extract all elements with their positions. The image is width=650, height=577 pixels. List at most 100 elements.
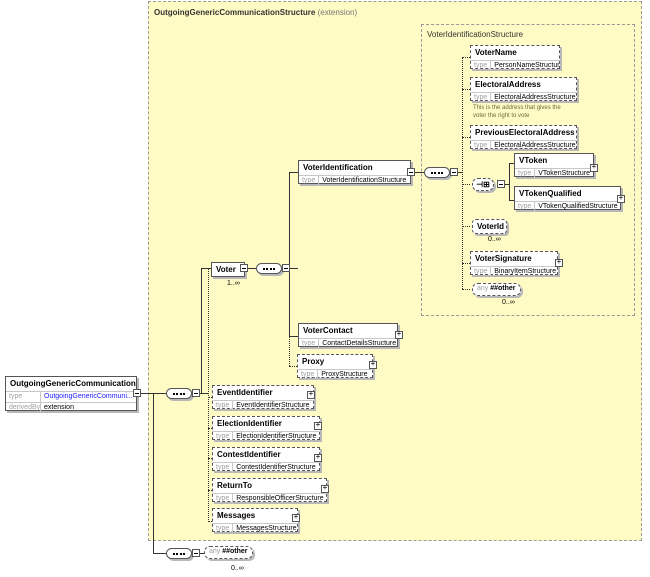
choice-compositor-icon: ⊣⊞ xyxy=(472,178,494,191)
expand-toggle[interactable] xyxy=(617,195,625,203)
root-any-other-wildcard[interactable]: any ##other xyxy=(204,546,253,559)
expand-toggle[interactable] xyxy=(292,514,300,522)
any-value: ##other xyxy=(490,285,516,292)
root-any-cardinality: 0..∞ xyxy=(231,565,244,572)
expand-toggle[interactable] xyxy=(307,391,315,399)
connector xyxy=(290,268,298,269)
type-value: ContestIdentifierStructure xyxy=(236,464,316,471)
vtoken-name: VToken xyxy=(519,156,548,165)
connector xyxy=(289,172,290,337)
connector xyxy=(509,200,514,201)
root-type-key: type xyxy=(6,392,41,402)
vtoken-qualified-name: VTokenQualified xyxy=(519,189,582,198)
description-line: voter the right to vote xyxy=(473,113,530,119)
type-key: type xyxy=(299,339,320,349)
return-to-name: ReturnTo xyxy=(217,481,252,490)
type-value: ProxyStructure xyxy=(321,371,368,378)
electoral-address-name: ElectoralAddress xyxy=(475,80,541,89)
type-key: type xyxy=(515,202,536,212)
root-type-link[interactable]: OutgoingGenericCommuni... xyxy=(44,393,133,400)
root-element-name: OutgoingGenericCommunication xyxy=(10,379,136,388)
type-key: type xyxy=(298,370,319,380)
root-element[interactable]: OutgoingGenericCommunication type Outgoi… xyxy=(5,376,137,413)
type-value: ElectoralAddressStructure xyxy=(494,94,576,101)
expand-toggle[interactable] xyxy=(369,361,377,369)
type-key: type xyxy=(213,524,234,534)
connector xyxy=(201,268,211,269)
voter-signature-name: VoterSignature xyxy=(475,254,532,263)
electoral-address-description: This is the address that gives the voter… xyxy=(473,104,561,120)
connector xyxy=(153,553,166,554)
connector xyxy=(462,89,470,90)
connector xyxy=(462,57,470,58)
collapse-toggle[interactable] xyxy=(407,168,415,176)
contest-identifier-name: ContestIdentifier xyxy=(217,450,281,459)
connector xyxy=(462,289,470,290)
election-identifier-name: ElectionIdentifier xyxy=(217,419,282,428)
collapse-toggle[interactable] xyxy=(192,549,200,557)
connector xyxy=(509,163,510,201)
type-value: PersonNameStructure xyxy=(494,62,559,69)
collapse-toggle[interactable] xyxy=(497,180,505,188)
type-value: ResponsibleOfficerStructure xyxy=(236,495,324,502)
type-key: type xyxy=(471,93,492,103)
type-value: ElectoralAddressStructure xyxy=(494,142,576,149)
type-key: type xyxy=(213,494,234,504)
expand-toggle[interactable] xyxy=(555,259,563,267)
collapse-toggle[interactable] xyxy=(192,389,200,397)
connector xyxy=(208,490,214,491)
type-key: type xyxy=(213,401,234,411)
voter-name: Voter xyxy=(216,265,236,274)
expand-toggle[interactable] xyxy=(590,164,598,172)
voter-id-element[interactable]: VoterId xyxy=(472,219,507,234)
type-key: type xyxy=(471,61,492,71)
type-value: ContactDetailsStructure xyxy=(322,340,397,347)
voter-identification-structure-container: VoterIdentificationStructure xyxy=(421,24,635,316)
proxy-name: Proxy xyxy=(302,357,325,366)
extension-title: OutgoingGenericCommunicationStructure (e… xyxy=(154,8,357,17)
expand-toggle[interactable] xyxy=(314,422,322,430)
expand-toggle[interactable] xyxy=(321,485,329,493)
connector xyxy=(208,268,209,522)
collapse-toggle[interactable] xyxy=(240,264,248,272)
type-value: MessagesStructure xyxy=(236,525,297,532)
collapse-toggle[interactable] xyxy=(282,264,290,272)
connector xyxy=(289,172,298,173)
connector xyxy=(289,366,297,367)
expand-toggle[interactable] xyxy=(395,331,403,339)
type-key: type xyxy=(213,432,234,442)
messages-name: Messages xyxy=(217,511,256,520)
type-key: type xyxy=(471,141,492,151)
any-key: any xyxy=(209,548,221,555)
connector xyxy=(462,137,470,138)
connector xyxy=(462,57,463,289)
sequence-compositor-icon xyxy=(166,548,192,559)
connector xyxy=(462,226,470,227)
any-other-wildcard[interactable]: any ##other xyxy=(472,283,521,296)
sequence-compositor-icon xyxy=(424,167,450,178)
voter-cardinality: 1..∞ xyxy=(227,280,240,287)
voter-identification-structure-title: VoterIdentificationStructure xyxy=(427,30,524,39)
connector xyxy=(200,393,208,394)
type-key: type xyxy=(299,176,320,186)
event-identifier-name: EventIdentifier xyxy=(217,388,273,397)
expand-toggle[interactable] xyxy=(314,454,322,462)
collapse-toggle[interactable] xyxy=(133,389,141,397)
sequence-compositor-icon xyxy=(166,388,192,399)
collapse-toggle[interactable] xyxy=(450,168,458,176)
description-line: This is the address that gives the xyxy=(473,105,561,111)
